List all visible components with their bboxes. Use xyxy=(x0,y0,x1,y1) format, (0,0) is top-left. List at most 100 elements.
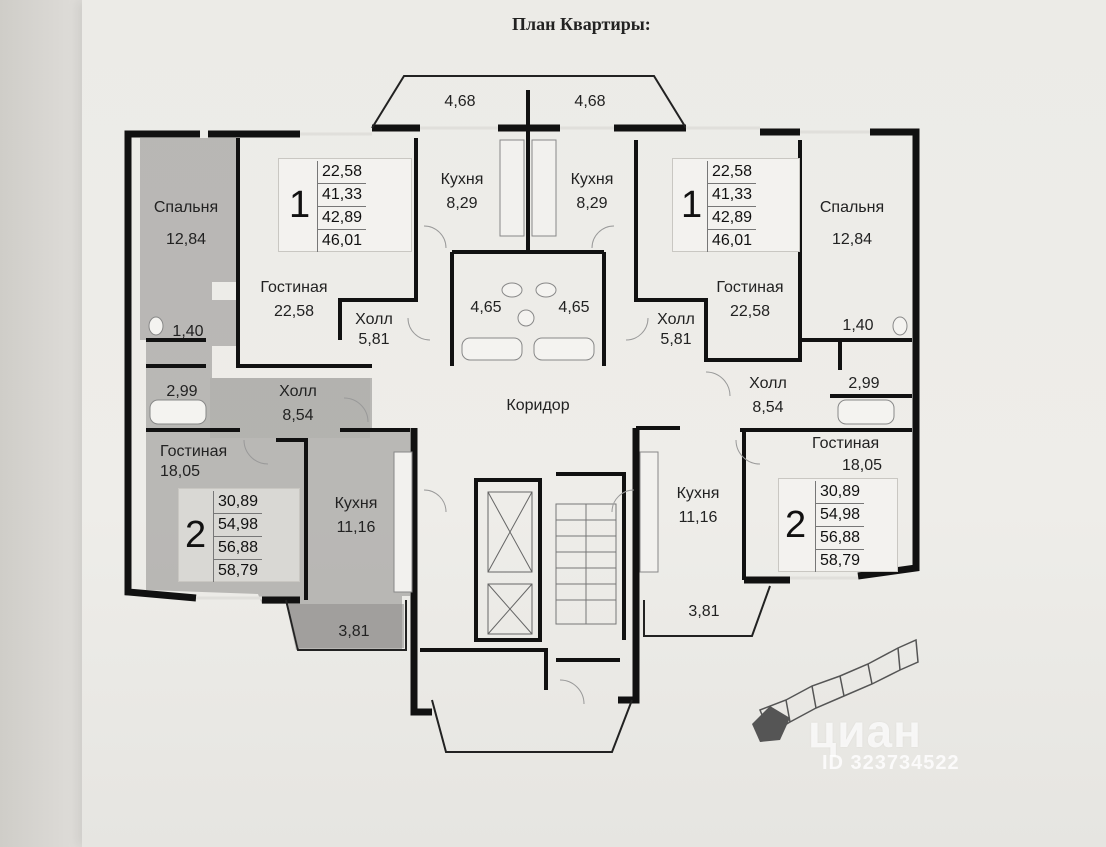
hall-left-1-name: Холл xyxy=(355,311,393,328)
hall-left-2-area: 8,54 xyxy=(282,407,314,424)
sink-a xyxy=(517,309,535,327)
kitchen-right-2-area: 11,16 xyxy=(678,509,718,526)
apartment-left-1-summary: 1 22,58 41,33 42,89 46,01 xyxy=(278,158,412,252)
wall-a11 xyxy=(474,478,542,642)
wall-a2 xyxy=(338,138,418,340)
outer-wall-top-right xyxy=(760,128,920,580)
living-right-1-name: Гостиная xyxy=(716,279,784,296)
watermark-id: ID 323734522 xyxy=(822,752,960,774)
area-with-balcony: 46,01 xyxy=(322,232,363,249)
apartment-left-2-summary: 2 30,89 54,98 56,88 58,79 xyxy=(178,488,300,582)
bathtub-right-2 xyxy=(837,399,895,425)
balcony-bottom-left-area: 3,81 xyxy=(338,623,370,640)
total-area: 54,98 xyxy=(214,514,263,537)
living-left-2-area: 18,05 xyxy=(160,463,201,480)
living-area: 30,89 xyxy=(214,491,263,514)
outer-wall-left xyxy=(124,130,200,602)
living-area: 22,58 xyxy=(708,161,757,184)
balcony-top-right xyxy=(528,75,687,129)
kitchen-right-2-name: Кухня xyxy=(676,485,720,502)
apartment-number: 2 xyxy=(185,514,207,556)
wall-a13 xyxy=(420,648,620,690)
kitchen-left-1-name: Кухня xyxy=(440,171,484,188)
area-with-balcony: 58,79 xyxy=(218,562,259,579)
area-with-balcony-half: 56,88 xyxy=(816,527,865,550)
bedroom-right-2-area: 12,84 xyxy=(831,231,873,248)
living-right-2-name: Гостиная xyxy=(812,435,880,452)
apartment-number: 1 xyxy=(289,184,311,226)
kitchen-right-1-name: Кухня xyxy=(570,171,614,188)
wall-a8 xyxy=(276,438,308,600)
inner-wall-stair-right xyxy=(618,428,640,704)
bath-right-2-area: 2,99 xyxy=(848,375,880,392)
wall-a5 xyxy=(634,140,802,362)
balcony-top-left xyxy=(371,75,528,129)
living-area: 30,89 xyxy=(816,481,865,504)
hall-left-2-name: Холл xyxy=(279,383,317,400)
wall-a1 xyxy=(236,138,372,368)
apartment-number: 1 xyxy=(681,184,703,226)
balcony-bottom-left-fill xyxy=(288,604,404,648)
living-right-1-area: 22,58 xyxy=(729,303,771,320)
balcony-bottom-right-area: 3,81 xyxy=(688,603,720,620)
elevator-1 xyxy=(487,491,533,573)
wall-a7 xyxy=(146,338,240,432)
wc-left-2-area: 1,40 xyxy=(172,323,204,340)
counter-right-kitchen xyxy=(531,139,557,237)
wall-a10 xyxy=(636,426,912,580)
entrance-bay xyxy=(431,699,633,753)
kitchen-right-1-area: 8,29 xyxy=(576,195,608,212)
hall-right-1-area: 5,81 xyxy=(660,331,692,348)
building-locator-highlight xyxy=(752,706,790,742)
living-right-2-area: 18,05 xyxy=(842,457,883,474)
wall-a3 xyxy=(450,250,606,366)
staircase xyxy=(555,503,617,625)
living-area: 22,58 xyxy=(318,161,367,184)
area-with-balcony-half: 42,89 xyxy=(318,207,367,230)
total-area: 54,98 xyxy=(816,504,865,527)
counter-kitchen-2-left xyxy=(393,451,413,593)
watermark-brand: циан xyxy=(808,705,922,757)
bedroom-right-2-name: Спальня xyxy=(819,199,885,216)
hall-right-1-name: Холл xyxy=(657,311,695,328)
wall-a12 xyxy=(556,472,626,640)
inner-wall-stair-left xyxy=(410,428,432,716)
bath-left-1-area: 4,65 xyxy=(470,299,502,316)
apartment-right-2-summary: 2 30,89 54,98 56,88 58,79 xyxy=(778,478,898,572)
apartment-number: 2 xyxy=(785,504,807,546)
wall-a6 xyxy=(800,338,912,398)
hall-right-2-area: 8,54 xyxy=(752,399,784,416)
balcony-bottom-left xyxy=(285,599,407,651)
area-with-balcony-half: 42,89 xyxy=(708,207,757,230)
bathtub-left xyxy=(461,337,523,361)
counter-left-kitchen xyxy=(499,139,525,237)
toilet-a xyxy=(501,282,523,298)
toilet-d xyxy=(892,316,908,336)
living-left-1-area: 22,58 xyxy=(273,303,315,320)
living-left-1-name: Гостиная xyxy=(260,279,328,296)
area-with-balcony: 58,79 xyxy=(820,552,861,569)
bedroom-left-2-name: Спальня xyxy=(153,199,219,216)
elevator-2 xyxy=(487,583,533,635)
apartment-right-1-summary: 1 22,58 41,33 42,89 46,01 xyxy=(672,158,800,252)
area-with-balcony: 46,01 xyxy=(712,232,753,249)
kitchen-left-2-name: Кухня xyxy=(334,495,378,512)
living-left-2-name: Гостиная xyxy=(160,443,228,460)
kitchen-left-2-area: 11,16 xyxy=(336,519,376,536)
plan-title: План Квартиры: xyxy=(512,14,651,34)
kitchen-left-1-area: 8,29 xyxy=(446,195,478,212)
corridor-label: Коридор xyxy=(506,397,570,414)
toilet-b xyxy=(535,282,557,298)
wc-right-2-area: 1,40 xyxy=(842,317,874,334)
bath-right-1-area: 4,65 xyxy=(558,299,590,316)
total-area: 41,33 xyxy=(708,184,757,207)
total-area: 41,33 xyxy=(318,184,367,207)
toilet-c xyxy=(148,316,164,336)
area-with-balcony-half: 56,88 xyxy=(214,537,263,560)
bedroom-left-2-area: 12,84 xyxy=(165,231,207,248)
balcony-top-left-area: 4,68 xyxy=(444,93,476,110)
balcony-top-right-area: 4,68 xyxy=(574,93,606,110)
hall-right-2-name: Холл xyxy=(749,375,787,392)
bath-left-2-area: 2,99 xyxy=(166,383,198,400)
